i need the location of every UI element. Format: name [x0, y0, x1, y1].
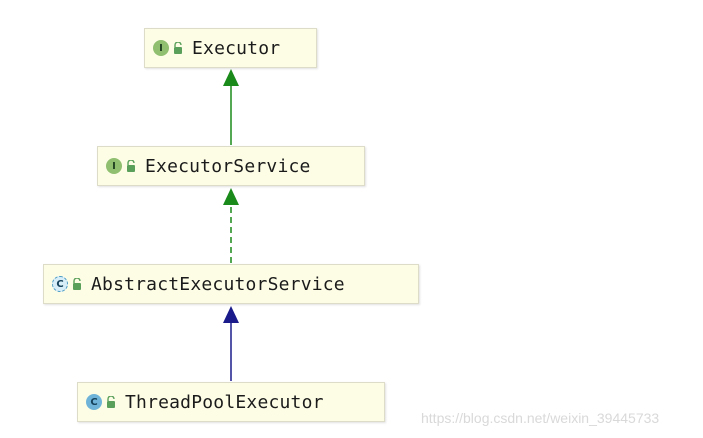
- node-label-executor-service: ExecutorService: [145, 155, 311, 177]
- arrowhead-executor: [223, 69, 239, 86]
- node-abstract-executor-service[interactable]: C AbstractExecutorService: [43, 264, 419, 304]
- class-icon: C: [86, 394, 102, 410]
- node-label-abstract-executor-service: AbstractExecutorService: [91, 273, 345, 295]
- interface-icon: I: [106, 158, 122, 174]
- node-label-executor: Executor: [192, 37, 281, 59]
- node-thread-pool-executor[interactable]: C ThreadPoolExecutor: [77, 382, 385, 422]
- abstract-class-icon: C: [52, 276, 68, 292]
- lock-open-icon: [174, 42, 182, 54]
- watermark: https://blog.csdn.net/weixin_39445733: [421, 410, 660, 426]
- lock-open-icon: [73, 278, 81, 290]
- lock-open-icon: [127, 160, 135, 172]
- arrowhead-executorservice: [223, 188, 239, 205]
- lock-open-icon: [107, 396, 115, 408]
- arrowhead-abstractexecutorservice: [223, 306, 239, 323]
- interface-icon: I: [153, 40, 169, 56]
- node-executor-service[interactable]: I ExecutorService: [97, 146, 365, 186]
- node-executor[interactable]: I Executor: [144, 28, 317, 68]
- node-label-thread-pool-executor: ThreadPoolExecutor: [125, 391, 324, 413]
